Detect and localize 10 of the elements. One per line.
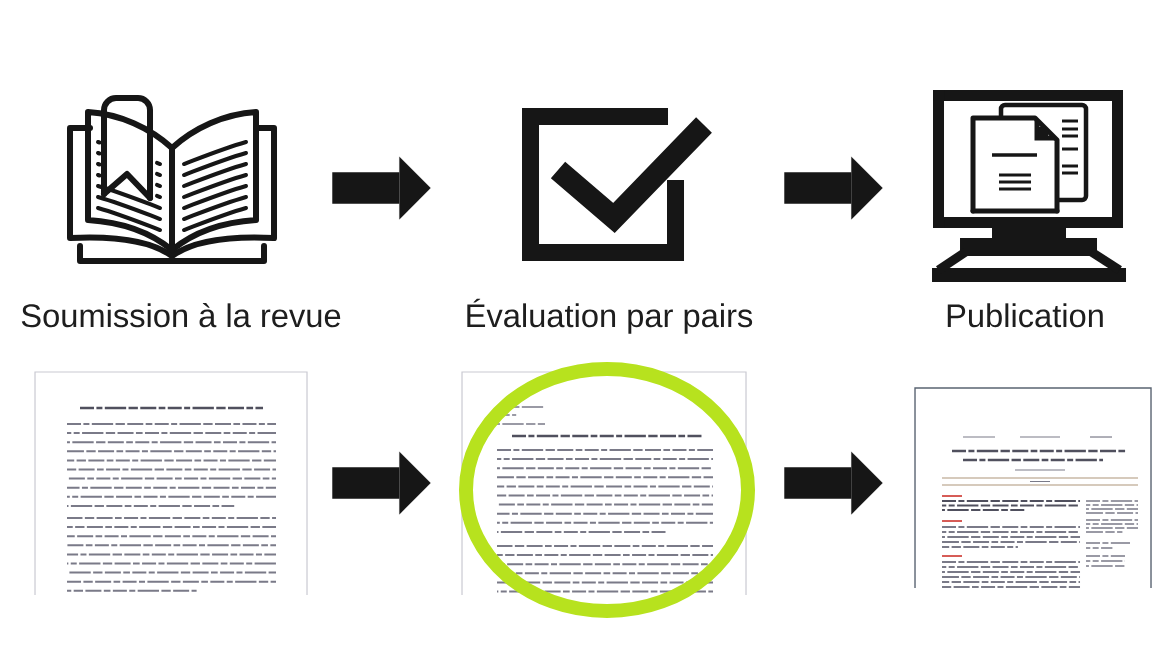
- node-label: Soumission à la revue: [21, 302, 341, 328]
- node-label: Publication: [947, 303, 1103, 328]
- node-label: Évaluation par pairs: [467, 298, 753, 334]
- document-page: [34, 371, 308, 596]
- journal-page: [914, 387, 1152, 589]
- arrow: [332, 156, 431, 220]
- document-page: [461, 371, 747, 596]
- arrow: [784, 451, 883, 515]
- arrow: [784, 156, 883, 220]
- arrow: [332, 451, 431, 515]
